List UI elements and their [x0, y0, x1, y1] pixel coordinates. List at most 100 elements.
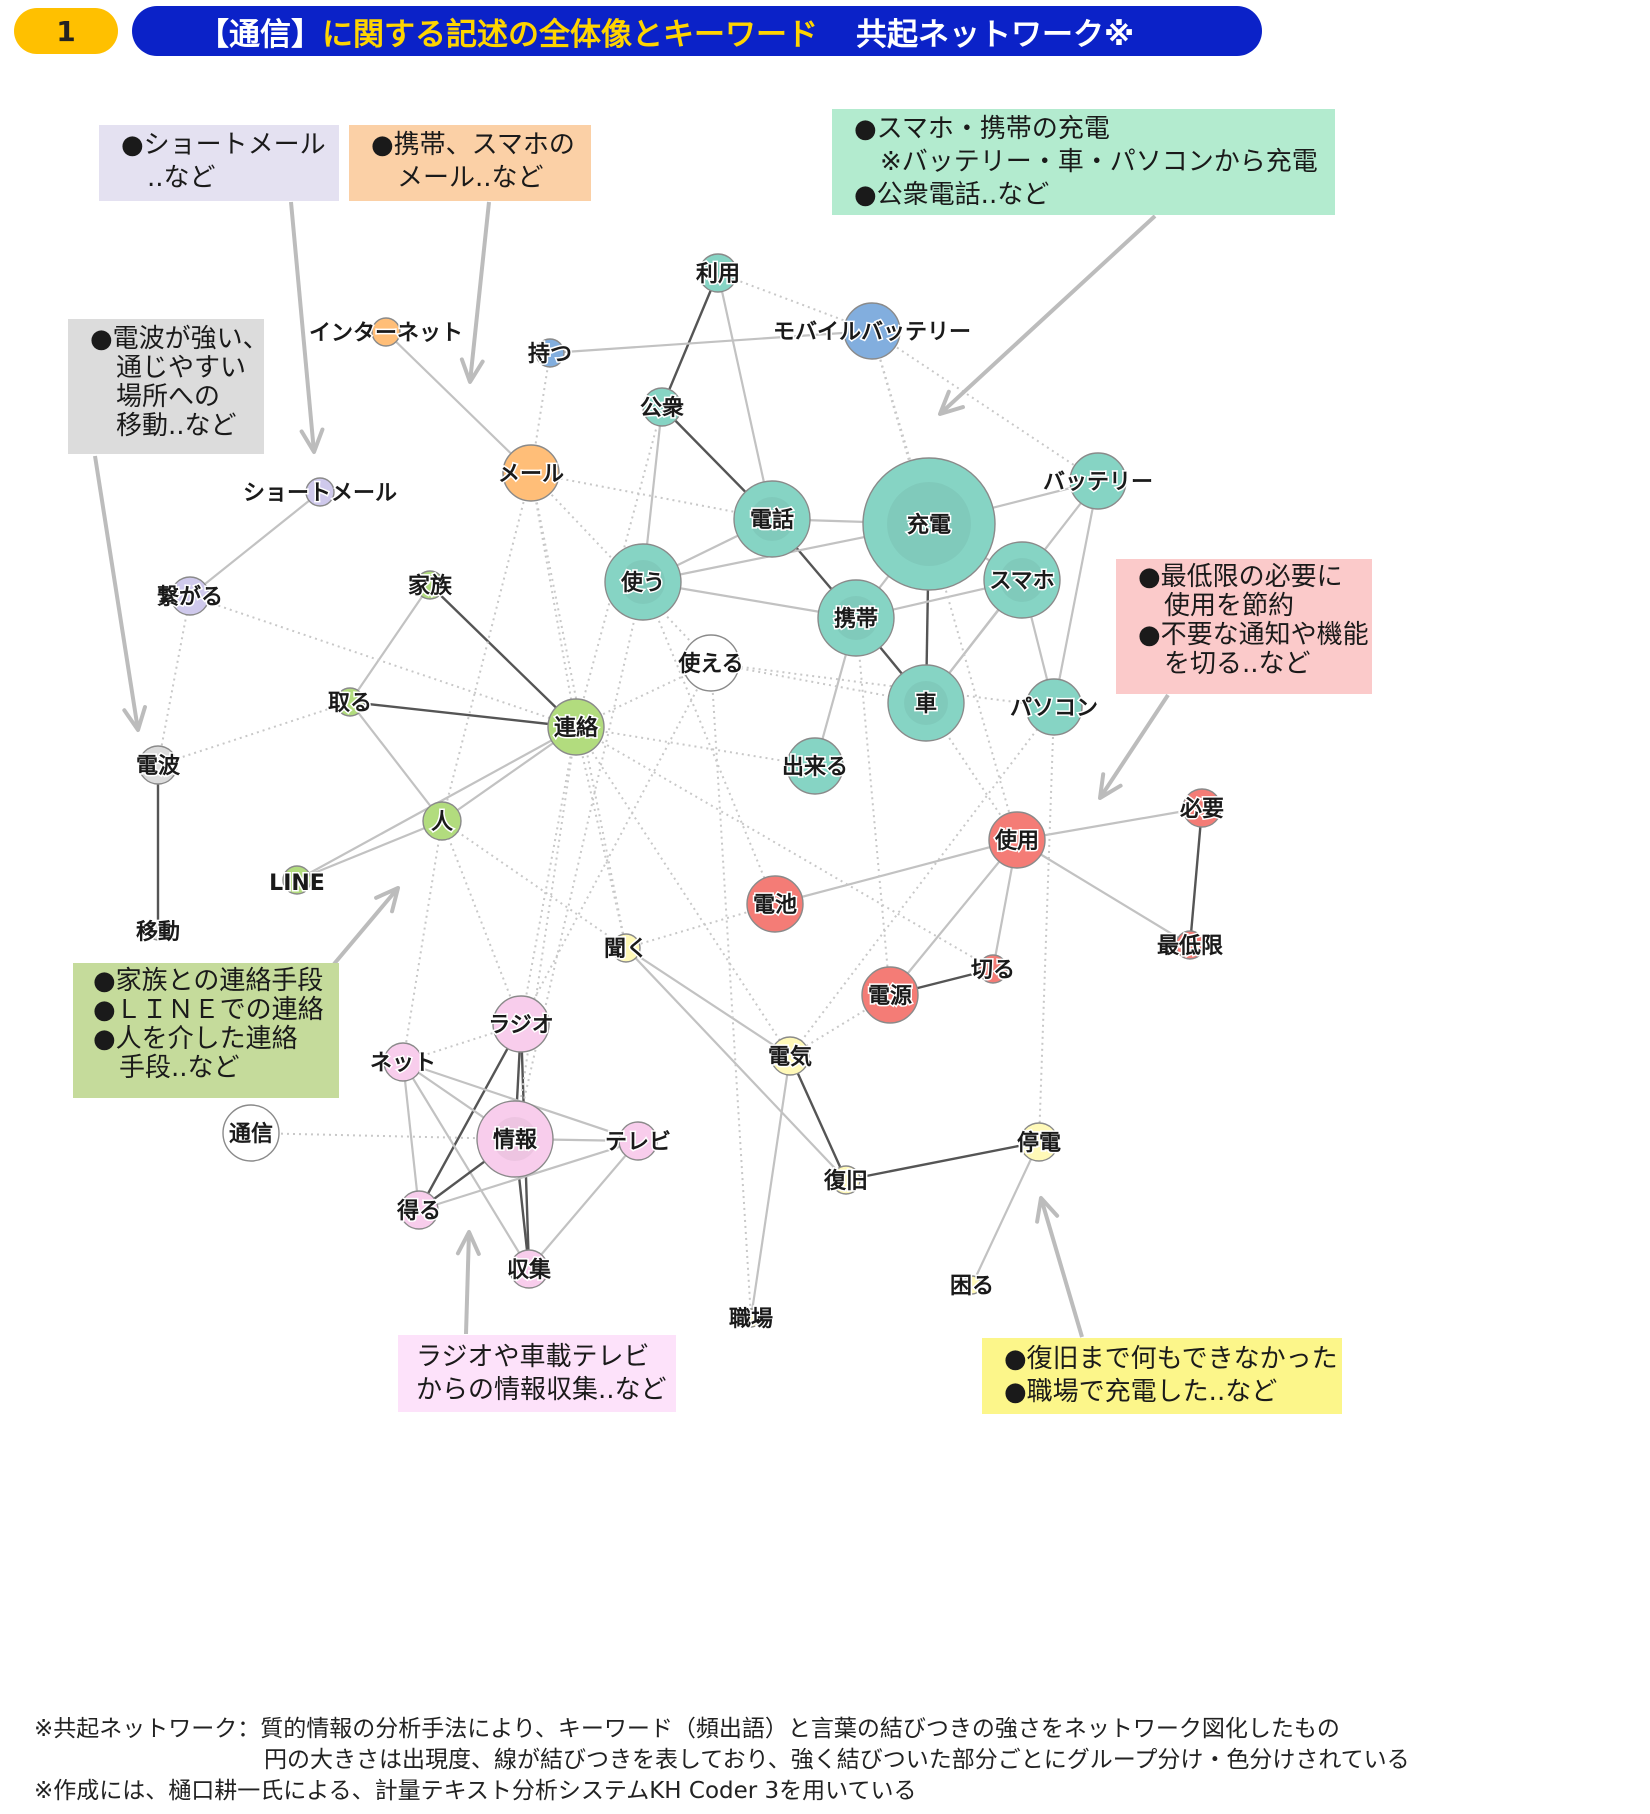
node-label: スマホ — [989, 569, 1054, 594]
node-internet: インターネット — [307, 317, 465, 348]
edge-tsukaeru-radio — [520, 662, 712, 1025]
edge-shiyou-denchi — [774, 838, 1018, 906]
edge-motsu-mobile — [549, 329, 873, 355]
edge-denki-shokuba — [749, 1055, 792, 1319]
node-shiyou: 使用 — [988, 811, 1046, 869]
edge-riyou-denwa — [716, 272, 774, 520]
node-motsu: 持つ — [526, 338, 574, 369]
node-hito: 人 — [422, 801, 462, 841]
footnote-line: ※作成には、樋口耕一氏による、計量テキスト分析システムKH Coder 3を用い… — [34, 1778, 917, 1804]
edge-tsunagaru-renraku — [189, 595, 577, 728]
node-label: ショートメール — [243, 481, 397, 506]
edge-tsukau-jouhou — [514, 581, 644, 1140]
callout-line: を切る..など — [1138, 649, 1311, 679]
callout-line: ●職場で充電した..など — [1004, 1377, 1278, 1407]
node-label: 収集 — [507, 1257, 552, 1283]
node-label: 職場 — [729, 1306, 773, 1332]
callout-arrow — [1098, 693, 1170, 800]
callout-jouhou: ラジオや車載テレビからの情報収集..など — [398, 1335, 676, 1412]
edge-fukkyuu-teiden — [845, 1140, 1040, 1182]
callout-line: ●人を介した連絡 — [93, 1024, 298, 1054]
node-renraku: 連絡 — [547, 698, 605, 756]
node-tsukau: 使う — [604, 543, 682, 621]
edge-hitsuyou-saiteigen — [1188, 807, 1204, 946]
node-label: 困る — [950, 1274, 994, 1299]
node-tsushin: 通信 — [222, 1104, 280, 1162]
edge-mail-tsukaeru — [530, 472, 712, 664]
node-kuruma: 車 — [887, 664, 965, 742]
edge-kazoku-toru — [349, 584, 431, 703]
edge-net-eru — [401, 1061, 421, 1211]
edge-denki-pasokon — [789, 706, 1055, 1057]
node-idou: 移動 — [134, 918, 181, 947]
edge-renraku-kiku — [575, 726, 627, 949]
edge-tsunagaru-denpa — [157, 595, 191, 766]
footnote: ※共起ネットワーク：質的情報の分析手法により、キーワード（頻出語）と言葉の結びつ… — [34, 1714, 1410, 1807]
node-denpa: 電波 — [134, 745, 182, 785]
callout-renraku: ●家族との連絡手段●ＬＩＮＥでの連絡●人を介した連絡 手段..など — [73, 963, 339, 1098]
node-label: 切る — [971, 958, 1015, 983]
callout-shiyou: ●最低限の必要に 使用を節約●不要な通知や機能 を切る..など — [1116, 559, 1372, 694]
node-shuushuu: 収集 — [505, 1249, 553, 1289]
edge-renraku-dekiru — [575, 726, 816, 767]
edge-tsukau-denchi — [642, 581, 776, 905]
node-label: 取る — [328, 691, 372, 716]
edge-terebi-eru — [418, 1139, 639, 1212]
node-label: 最低限 — [1157, 934, 1223, 959]
node-tsukaeru: 使える — [676, 634, 745, 692]
node-label: 車 — [915, 692, 937, 717]
node-label: インターネット — [309, 321, 463, 346]
node-koushu: 公衆 — [638, 387, 686, 427]
edge-terebi-shuushuu — [528, 1140, 639, 1270]
node-label: テレビ — [605, 1130, 671, 1155]
node-jouhou: 情報 — [476, 1100, 554, 1178]
node-radio: ラジオ — [487, 995, 555, 1053]
node-label: 情報 — [493, 1127, 538, 1153]
node-denki: 電気 — [766, 1036, 814, 1076]
node-label: 復旧 — [823, 1168, 868, 1194]
edge-mail-motsu — [530, 352, 551, 474]
node-label: 使える — [677, 652, 743, 677]
node-label: LINE — [269, 871, 325, 896]
footnote-line: 円の大きさは出現度、線が結びつきを表しており、強く結びついた部分ごとにグループ分… — [34, 1747, 1410, 1773]
node-shortmail: ショートメール — [241, 477, 399, 508]
edge-toru-hito — [349, 701, 443, 822]
node-sumaho: スマホ — [983, 541, 1061, 619]
edge-shortmail-tsunagaru — [189, 491, 321, 597]
node-label: 使用 — [994, 829, 1039, 854]
node-label: ネット — [370, 1051, 436, 1076]
callout-arrows — [93, 201, 1170, 1338]
callout-line: ●復旧まで何もできなかった — [1004, 1344, 1338, 1374]
callout-line: ..など — [121, 163, 216, 193]
node-eru: 得る — [394, 1190, 443, 1230]
edge-shiyou-dengen — [889, 839, 1018, 996]
node-terebi: テレビ — [603, 1121, 673, 1161]
node-label: モバイルバッテリー — [773, 320, 971, 345]
node-label: メール — [498, 462, 564, 487]
node-label: パソコン — [1010, 696, 1098, 721]
node-denwa: 電話 — [733, 480, 811, 558]
callout-teiden: ●復旧まで何もできなかった●職場で充電した..など — [982, 1338, 1342, 1414]
node-label: 携帯 — [834, 606, 878, 632]
node-label: 利用 — [696, 262, 740, 287]
node-keitai: 携帯 — [817, 579, 895, 657]
edge-renraku-jouhou — [514, 726, 577, 1140]
node-label: 家族 — [408, 573, 453, 599]
node-mail: メール — [496, 444, 566, 502]
page-title: 【通信】に関する記述の全体像とキーワード共起ネットワーク※ — [132, 6, 1262, 56]
node-label: 電池 — [753, 893, 797, 918]
edge-internet-mail — [385, 331, 532, 474]
callout-line: 使用を節約 — [1138, 591, 1295, 621]
callout-line: ●最低限の必要に — [1138, 562, 1343, 592]
node-dengen: 電源 — [861, 966, 919, 1024]
node-label: 充電 — [907, 512, 951, 538]
edge-kiku-denki — [625, 947, 791, 1057]
edge-radio-eru — [417, 1023, 523, 1211]
node-label: 得る — [396, 1198, 441, 1224]
section-number-badge: 1 — [14, 8, 118, 54]
edge-pasokon-teiden — [1038, 706, 1055, 1143]
node-shokuba: 職場 — [727, 1305, 774, 1334]
callout-arrow — [459, 201, 491, 384]
callout-line: メール..など — [371, 163, 544, 193]
